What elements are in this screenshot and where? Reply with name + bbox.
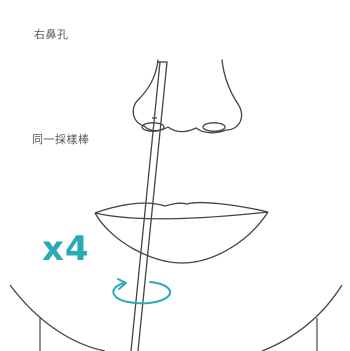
repeat-count: x4 (42, 229, 90, 269)
right-nostril (202, 122, 226, 132)
swab-stick (130, 61, 168, 351)
nostril-label: 右鼻孔 (34, 28, 69, 41)
nose (132, 59, 243, 134)
swab-label: 同一採樣棒 (32, 133, 90, 146)
mouth (94, 201, 269, 264)
face-outline-right (261, 284, 343, 351)
face-outline (9, 284, 106, 351)
rotation-arrow-icon (112, 278, 172, 305)
